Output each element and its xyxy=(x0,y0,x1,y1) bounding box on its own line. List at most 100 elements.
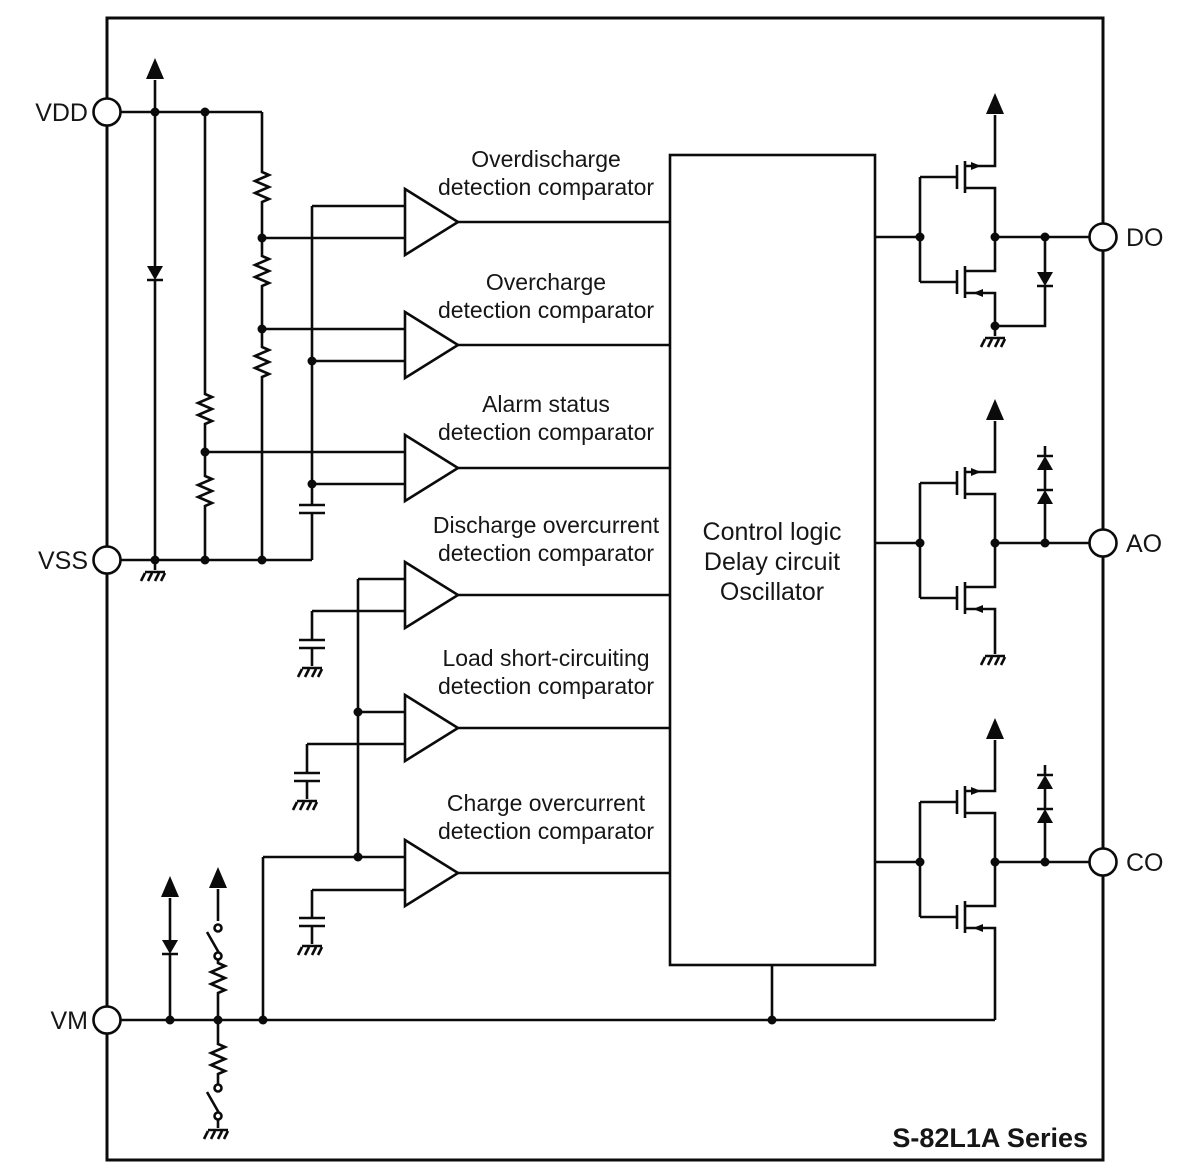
capacitor xyxy=(297,902,327,942)
resistor xyxy=(253,166,271,210)
resistor xyxy=(209,957,227,1001)
ground-icon xyxy=(296,944,324,957)
comparator-label: detection comparator xyxy=(438,673,654,699)
resistor xyxy=(196,388,214,432)
junction-dot xyxy=(990,321,1000,331)
comparator-overcharge xyxy=(403,309,461,381)
junction-dot xyxy=(257,233,267,243)
junction-dot xyxy=(200,107,210,117)
nmos-transistor xyxy=(918,885,997,949)
pmos-transistor xyxy=(918,145,997,209)
pin-do xyxy=(1088,222,1118,252)
wire xyxy=(995,237,1047,328)
comparator-label: Alarm status xyxy=(482,391,610,417)
capacitor xyxy=(297,624,327,664)
wire xyxy=(261,855,405,1020)
vdd-supply-arrow-icon xyxy=(984,716,1006,774)
comparator-label: Load short-circuiting xyxy=(442,645,649,671)
pmos-transistor xyxy=(918,770,997,834)
comparator-label: Discharge overcurrent xyxy=(433,512,660,538)
junction-dot xyxy=(150,107,160,117)
pin-ao-label: AO xyxy=(1126,530,1162,558)
ground-icon xyxy=(139,570,167,583)
clamp-diode-icon xyxy=(1035,797,1055,835)
nmos-transistor xyxy=(918,250,997,314)
series-title: S-82L1A Series xyxy=(892,1123,1088,1153)
capacitor xyxy=(292,757,322,797)
junction-dot xyxy=(258,1015,268,1025)
junction-dot xyxy=(257,555,267,565)
capacitor xyxy=(297,489,327,529)
junction-dot xyxy=(1040,538,1050,548)
diode-icon xyxy=(145,254,165,292)
junction-dot xyxy=(990,857,1000,867)
junctions xyxy=(150,107,1050,1025)
vdd-supply-arrow-icon xyxy=(144,56,166,114)
wire xyxy=(875,177,1090,336)
comparator-label: detection comparator xyxy=(438,419,654,445)
components xyxy=(139,56,1055,1141)
junction-dot xyxy=(915,857,925,867)
vdd-supply-arrow-icon xyxy=(159,874,181,932)
wire xyxy=(875,802,1090,1020)
comparator-label: detection comparator xyxy=(438,540,654,566)
labels: VDD VSS VM DO AO CO Overdischarge detect… xyxy=(35,99,1163,1153)
wire xyxy=(262,204,405,240)
ground-icon xyxy=(979,336,1007,349)
clamp-diode-icon xyxy=(1035,763,1055,801)
junction-dot xyxy=(213,1015,223,1025)
wire xyxy=(305,742,405,799)
comparator-discharge-overcurrent xyxy=(403,559,461,631)
pin-co-label: CO xyxy=(1126,849,1164,877)
ground-icon xyxy=(202,1128,230,1141)
vdd-supply-arrow-icon xyxy=(984,91,1006,149)
resistor xyxy=(253,250,271,294)
comparator-label: detection comparator xyxy=(438,297,654,323)
control-logic-block xyxy=(668,153,877,967)
test-switch xyxy=(205,923,223,961)
comparator-label: Overcharge xyxy=(486,269,606,295)
comparator-label: detection comparator xyxy=(438,174,654,200)
junction-dot xyxy=(165,1015,175,1025)
clamp-diode-icon xyxy=(1035,444,1055,482)
pmos-transistor xyxy=(918,451,997,515)
wire xyxy=(458,220,670,470)
junction-dot xyxy=(200,555,210,565)
wire xyxy=(310,888,405,944)
control-block-label: Control logic xyxy=(703,518,842,546)
comparator-label: Overdischarge xyxy=(471,146,621,172)
comparators xyxy=(403,186,461,909)
junction-dot xyxy=(990,538,1000,548)
resistor xyxy=(209,1038,227,1082)
pin-vdd-label: VDD xyxy=(35,99,88,127)
junction-dot xyxy=(200,447,210,457)
junction-dot xyxy=(767,1015,777,1025)
pin-do-label: DO xyxy=(1126,224,1164,252)
junction-dot xyxy=(1040,857,1050,867)
junction-dot xyxy=(353,707,363,717)
chip-outline xyxy=(105,16,1105,1162)
pin-ao xyxy=(1088,528,1118,558)
diode-icon xyxy=(1035,260,1055,298)
comparator-label: detection comparator xyxy=(438,818,654,844)
control-block-label: Oscillator xyxy=(720,578,824,606)
ground-icon xyxy=(291,799,319,812)
resistor xyxy=(253,341,271,385)
diode-icon xyxy=(160,928,180,966)
vdd-supply-arrow-icon xyxy=(984,397,1006,455)
wire xyxy=(458,593,670,875)
comparator-overdischarge xyxy=(403,186,461,258)
junction-dot xyxy=(257,324,267,334)
clamp-diode-icon xyxy=(1035,478,1055,516)
pin-vss xyxy=(92,545,122,575)
wire xyxy=(310,609,405,666)
junction-dot xyxy=(353,852,363,862)
wires xyxy=(120,110,1090,1128)
wire xyxy=(262,327,405,363)
ground-icon xyxy=(296,666,324,679)
junction-dot xyxy=(1040,232,1050,242)
pin-vss-label: VSS xyxy=(38,547,88,575)
wire xyxy=(205,450,405,486)
